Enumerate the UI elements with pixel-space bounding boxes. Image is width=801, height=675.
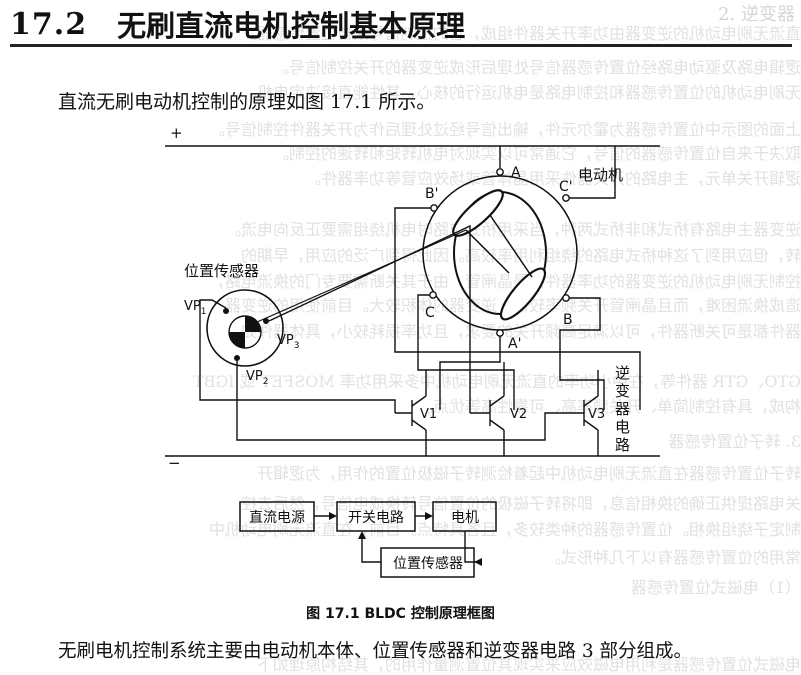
label-vp1: VP1 — [184, 299, 206, 317]
label-terminal-b: B — [563, 312, 573, 328]
plus-sign: + — [170, 124, 183, 142]
label-position-sensor: 位置传感器 — [184, 262, 259, 280]
transistor-v1 — [395, 380, 427, 456]
svg-text:器: 器 — [615, 400, 630, 418]
section-number: 17.2 — [10, 6, 88, 42]
section-title: 无刷直流电机控制基本原理 — [117, 9, 466, 43]
transistor-v3 — [565, 380, 599, 456]
terminal-c — [429, 291, 437, 299]
motor-wiring — [394, 146, 641, 410]
label-terminal-b-prime: B' — [425, 186, 438, 202]
svg-text:电: 电 — [615, 418, 630, 436]
bleed-corner-text: 2. 逆变器 — [718, 4, 795, 25]
sensor-wiring — [199, 224, 565, 441]
terminal-a-prime — [496, 329, 504, 337]
svg-text:路: 路 — [615, 436, 630, 454]
intro-paragraph: 直流无刷电动机控制的原理如图 17.1 所示。 — [58, 91, 436, 113]
svg-text:逆: 逆 — [615, 364, 630, 382]
block-motor-label: 电机 — [451, 510, 479, 526]
inverter-switches — [395, 362, 599, 456]
label-terminal-a: A — [511, 165, 521, 181]
block-dc-supply-label: 直流电源 — [249, 509, 305, 526]
terminal-b-prime — [430, 204, 438, 212]
label-vp2: VP2 — [246, 369, 268, 387]
minus-sign: − — [168, 454, 181, 472]
label-motor: 电动机 — [578, 166, 623, 184]
section-heading: 17.2 无刷直流电机控制基本原理 — [10, 4, 792, 47]
terminal-a — [496, 168, 504, 176]
figure-caption: 图 17.1 BLDC 控制原理框图 — [306, 606, 495, 622]
position-sensor — [206, 289, 284, 367]
label-terminal-a-prime: A' — [508, 336, 521, 352]
block-switch-circuit-label: 开关电路 — [348, 510, 404, 526]
block-position-sensor-label: 位置传感器 — [393, 555, 463, 572]
label-terminal-c: C — [425, 305, 435, 321]
transistor-v2 — [470, 380, 505, 456]
label-v2: V2 — [510, 407, 527, 422]
terminal-c-prime — [562, 194, 570, 202]
label-vp3: VP3 — [277, 333, 299, 351]
block-diagram: 直流电源 开关电路 电机 位置传感器 — [239, 501, 497, 578]
label-inverter-circuit: 逆 变 器 电 路 — [615, 364, 630, 454]
closing-paragraph: 无刷电机控制系统主要由电动机本体、位置传感器和逆变器电路 3 部分组成。 — [58, 641, 693, 662]
terminal-b — [562, 294, 570, 302]
motor-rotor — [452, 189, 547, 321]
label-v1: V1 — [420, 407, 437, 422]
shaft-link — [247, 229, 467, 327]
label-terminal-c-prime: C' — [559, 179, 573, 195]
label-v3: V3 — [588, 407, 605, 422]
svg-text:变: 变 — [615, 382, 630, 400]
